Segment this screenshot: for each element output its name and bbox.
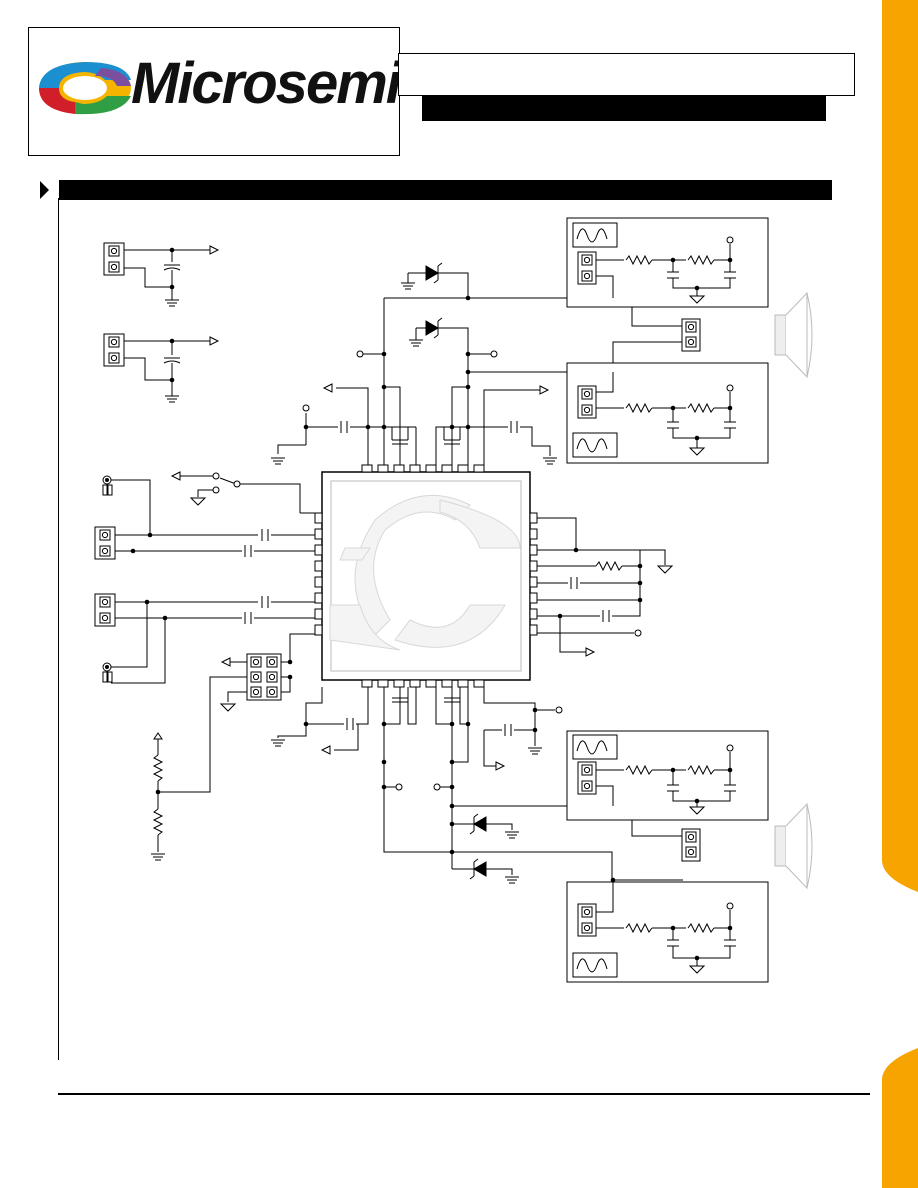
jumper-block: [246, 653, 282, 701]
speaker-connector-1: [681, 318, 701, 352]
diode-icon: [400, 262, 469, 372]
header-title-box: [398, 53, 855, 96]
speaker-icon: [774, 292, 813, 378]
output-filter-1: [566, 217, 769, 308]
section-arrow-icon: [40, 181, 49, 199]
input-header-1: [94, 526, 242, 560]
output-filter-2: [566, 362, 769, 464]
input-connector-1: [103, 242, 219, 307]
section-title-bar: [59, 180, 832, 200]
logo-wordmark: Microsemi: [131, 51, 402, 116]
logo-box: Microsemi: [28, 27, 402, 156]
output-filter-3: [566, 730, 769, 821]
chip-icon: [314, 464, 538, 688]
rca-jack-2: [102, 602, 166, 684]
header-subtitle-bar: [422, 96, 826, 121]
footer-rule: [58, 1093, 870, 1095]
side-tab: [882, 0, 918, 1188]
input-connector-2: [103, 333, 219, 403]
rca-jack-1: [102, 475, 258, 538]
microsemi-logo-icon: [39, 62, 131, 115]
input-header-2: [94, 593, 258, 627]
left-rule: [58, 198, 59, 1060]
speaker-icon: [774, 803, 813, 889]
speaker-connector-2: [681, 828, 701, 862]
output-filter-4: [566, 880, 769, 983]
diode-icon: [449, 813, 520, 884]
